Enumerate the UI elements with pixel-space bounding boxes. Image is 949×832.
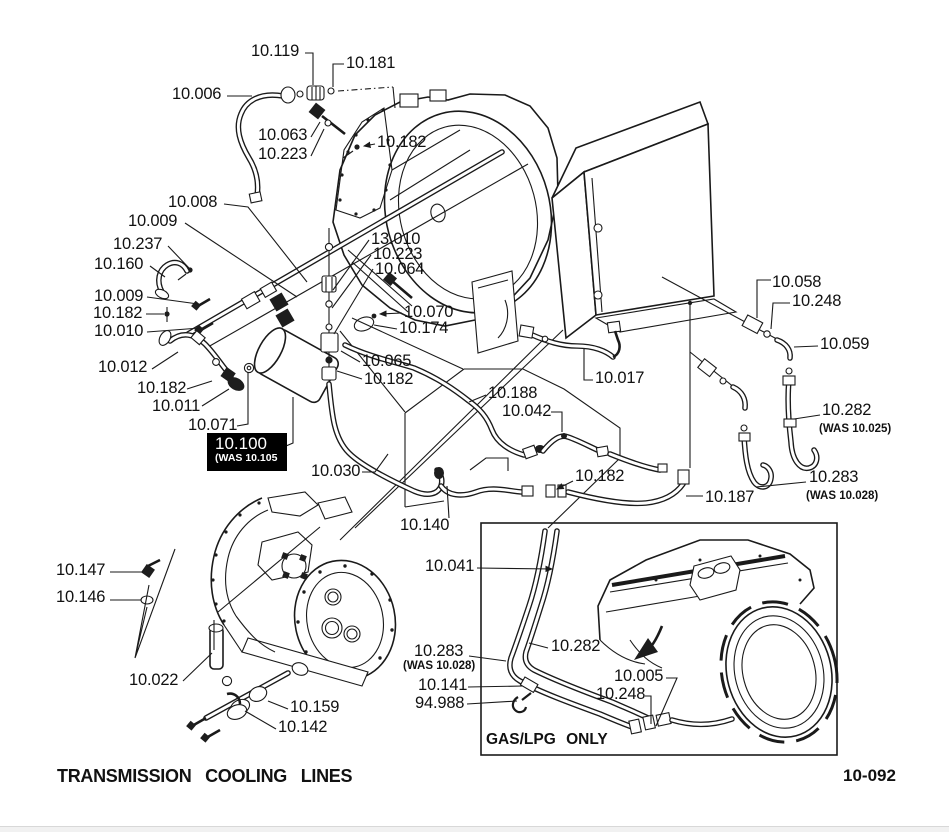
part-label-10006: 10.006: [172, 85, 222, 103]
part-label-10141: 10.141: [418, 676, 468, 694]
part-label-94988: 94.988: [415, 694, 465, 712]
part-label-10017: 10.017: [595, 369, 645, 387]
part-label-10223-top: 10.223: [258, 145, 308, 163]
part-label-10182-mid: 10.182: [364, 370, 414, 388]
part-label-10282-right: 10.282: [822, 401, 872, 419]
part-label-10188: 10.188: [488, 384, 538, 402]
part-label-10159: 10.159: [290, 698, 340, 716]
part-label-10012: 10.012: [98, 358, 148, 376]
part-label-10181: 10.181: [346, 54, 396, 72]
footer-bar: [0, 826, 949, 832]
part-label-10174: 10.174: [399, 319, 449, 337]
gas-lpg-inset: [480, 522, 839, 756]
part-label-10237: 10.237: [113, 235, 163, 253]
part-label-10022: 10.022: [129, 671, 179, 689]
top-hose-assembly: [235, 85, 396, 204]
part-label-10119: 10.119: [251, 42, 300, 60]
highlighted-part-number: 10.100: [215, 434, 267, 453]
part-label-10059: 10.059: [820, 335, 870, 353]
cooler-tube-assembly: [154, 149, 529, 404]
highlighted-part-callout: 10.100 (WAS 10.105: [207, 433, 287, 471]
part-label-10005: 10.005: [614, 667, 664, 685]
part-label-10041: 10.041: [425, 557, 475, 575]
part-label-10065: 10.065: [362, 352, 412, 370]
part-label-10071: 10.071: [188, 416, 238, 434]
part-label-10142: 10.142: [278, 718, 328, 736]
center-hoses: [326, 324, 690, 507]
part-label-10182-left: 10.182: [93, 304, 143, 322]
oil-filter: [253, 327, 340, 404]
highlighted-part-note: (WAS 10.105: [215, 451, 278, 464]
radiator: [551, 100, 738, 468]
part-label-10248-inset: 10.248: [596, 685, 646, 703]
part-label-10146: 10.146: [56, 588, 106, 606]
part-label-10140: 10.140: [400, 516, 450, 534]
construction-lines: [339, 317, 621, 541]
part-label-10160: 10.160: [94, 255, 144, 273]
part-label-10187: 10.187: [705, 488, 755, 506]
inset-caption: GAS/LPG ONLY: [486, 731, 608, 748]
leader-lines: [110, 52, 821, 730]
right-fitting-chains: [661, 276, 820, 490]
fitting-column: [320, 228, 519, 384]
part-note-was-10025: (WAS 10.025): [819, 423, 892, 435]
part-label-10008: 10.008: [168, 193, 218, 211]
page-title: TRANSMISSION COOLING LINES: [57, 766, 353, 786]
part-label-10248-right: 10.248: [792, 292, 842, 310]
part-label-10010: 10.010: [94, 322, 144, 340]
part-note-was-10028-a: (WAS 10.028): [806, 490, 879, 502]
page-number: 10-092: [843, 766, 896, 785]
bottom-transmission: [134, 491, 397, 743]
part-label-10147: 10.147: [56, 561, 106, 579]
part-label-10070: 10.070: [404, 303, 454, 321]
part-label-10283-right: 10.283: [809, 468, 859, 486]
part-label-10009-b: 10.009: [94, 287, 144, 305]
part-label-10182-center: 10.182: [575, 467, 625, 485]
part-label-10182-left2: 10.182: [137, 379, 187, 397]
part-label-10064: 10.064: [375, 260, 425, 278]
part-label-10011: 10.011: [152, 397, 201, 415]
part-label-13010: 13.010: [371, 230, 421, 248]
part-label-10063: 10.063: [258, 126, 308, 144]
part-label-10223-mid: 10.223: [373, 245, 423, 263]
part-note-was-10028-b: (WAS 10.028): [403, 660, 476, 672]
part-label-10058: 10.058: [772, 273, 822, 291]
part-label-10182-top: 10.182: [377, 133, 427, 151]
part-label-10009-a: 10.009: [128, 212, 178, 230]
part-label-10030: 10.030: [311, 462, 361, 480]
part-label-10283-inset: 10.283: [414, 642, 464, 660]
part-label-10282-inset: 10.282: [551, 637, 601, 655]
transmission-housing: [332, 89, 559, 327]
part-label-10042: 10.042: [502, 402, 552, 420]
